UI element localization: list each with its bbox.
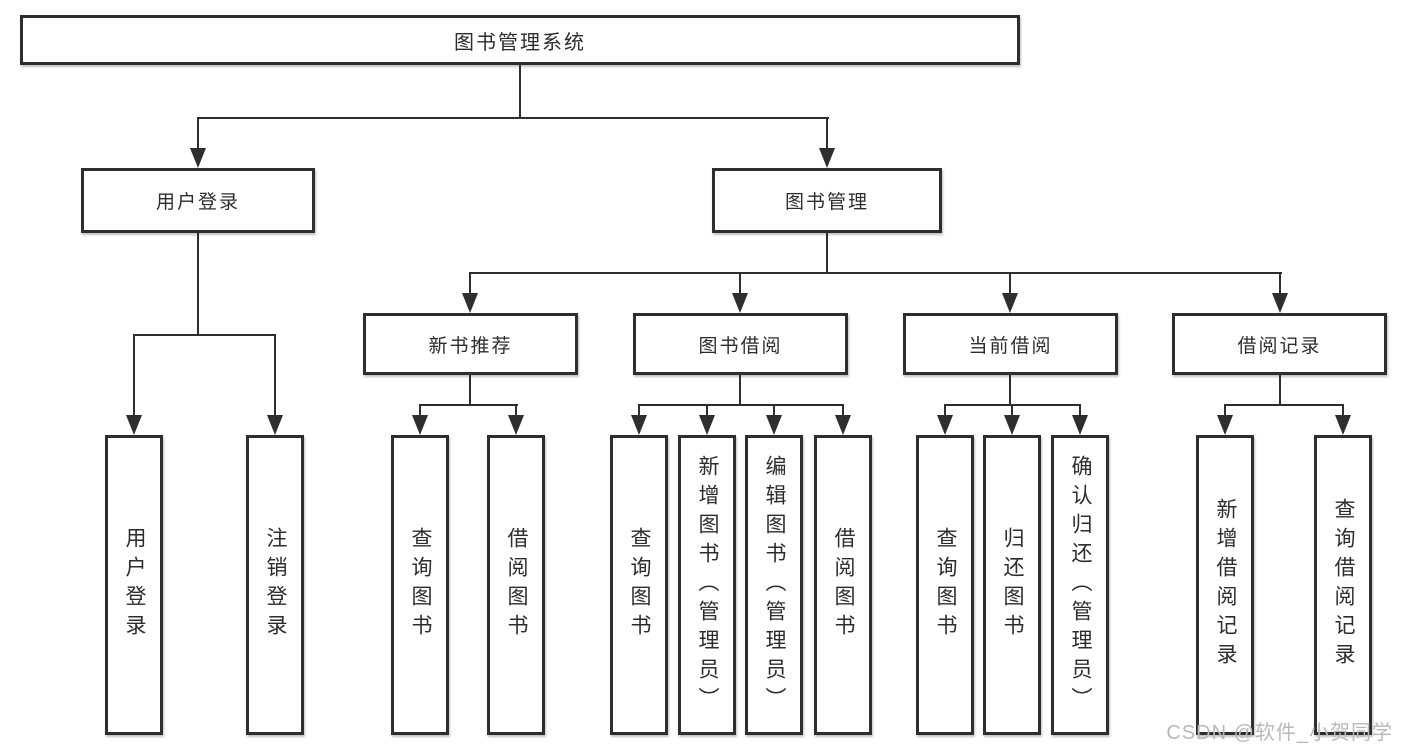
connector-line	[133, 334, 135, 417]
node-label: 借阅图书	[832, 527, 855, 643]
leaf-add-borrow-record: 新增借阅记录	[1196, 435, 1254, 735]
connector-line	[274, 334, 276, 417]
connector-line	[739, 375, 741, 406]
connector-line	[469, 272, 1282, 274]
leaf-user-login: 用户登录	[105, 435, 163, 735]
connector-line	[197, 117, 199, 150]
arrow-down-icon	[819, 148, 835, 168]
node-label: 确认归还（管理员）	[1069, 454, 1092, 716]
node-label: 新书推荐	[428, 335, 513, 357]
node-label: 查询借阅记录	[1332, 498, 1355, 672]
leaf-logout-login: 注销登录	[246, 435, 304, 735]
connector-line	[638, 404, 844, 406]
connector-line	[197, 117, 829, 119]
node-library-management-system: 图书管理系统	[20, 15, 1020, 65]
connector-line	[469, 272, 471, 295]
arrow-down-icon	[508, 415, 524, 435]
node-label: 归还图书	[1001, 527, 1024, 643]
arrow-down-icon	[732, 293, 748, 313]
node-label: 查询图书	[934, 527, 957, 643]
leaf-query-borrow-record: 查询借阅记录	[1314, 435, 1372, 735]
arrow-down-icon	[631, 415, 647, 435]
node-user-login: 用户登录	[81, 168, 315, 233]
arrow-down-icon	[1217, 415, 1233, 435]
node-label: 新增图书（管理员）	[696, 454, 719, 716]
arrow-down-icon	[766, 415, 782, 435]
connector-line	[739, 272, 741, 295]
connector-line	[842, 404, 844, 417]
leaf-return-book: 归还图书	[983, 435, 1041, 735]
connector-line	[515, 404, 517, 417]
node-label: 编辑图书（管理员）	[763, 454, 786, 716]
leaf-borrow-books-recommend: 借阅图书	[487, 435, 545, 735]
node-borrowing-records: 借阅记录	[1172, 313, 1387, 375]
arrow-down-icon	[1072, 415, 1088, 435]
node-label: 借阅记录	[1237, 335, 1322, 357]
csdn-watermark: CSDN @软件_小贺同学	[1166, 722, 1393, 744]
connector-line	[1224, 404, 1226, 417]
leaf-add-book-admin: 新增图书（管理员）	[678, 435, 736, 735]
connector-line	[773, 404, 775, 417]
arrow-down-icon	[126, 415, 142, 435]
arrow-down-icon	[1272, 293, 1288, 313]
node-label: 图书管理系统	[454, 31, 586, 54]
connector-line	[1224, 404, 1344, 406]
arrow-down-icon	[412, 415, 428, 435]
node-label: 用户登录	[123, 527, 146, 643]
connector-line	[1009, 272, 1011, 295]
connector-line	[1342, 404, 1344, 417]
node-book-borrowing: 图书借阅	[633, 313, 848, 375]
connector-line	[469, 375, 471, 406]
connector-line	[519, 65, 521, 118]
leaf-query-books-recommend: 查询图书	[391, 435, 449, 735]
connector-line	[826, 233, 828, 274]
connector-line	[419, 404, 518, 406]
node-label: 用户登录	[155, 192, 240, 213]
arrow-down-icon	[835, 415, 851, 435]
node-current-borrowing: 当前借阅	[903, 313, 1118, 375]
connector-line	[1009, 375, 1011, 406]
node-book-management: 图书管理	[712, 168, 942, 233]
arrow-down-icon	[1002, 293, 1018, 313]
node-label: 查询图书	[628, 527, 651, 643]
connector-line	[1079, 404, 1081, 417]
node-label: 图书借阅	[698, 335, 783, 357]
connector-line	[944, 404, 946, 417]
connector-line	[1011, 404, 1013, 417]
node-label: 注销登录	[264, 527, 287, 643]
node-label: 查询图书	[409, 527, 432, 643]
node-label: 借阅图书	[505, 527, 528, 643]
arrow-down-icon	[937, 415, 953, 435]
leaf-query-books-current: 查询图书	[916, 435, 974, 735]
connector-line	[419, 404, 421, 417]
connector-line	[826, 117, 828, 150]
connector-line	[133, 334, 276, 336]
connector-line	[1279, 375, 1281, 406]
connector-line	[1279, 272, 1281, 295]
leaf-edit-book-admin: 编辑图书（管理员）	[745, 435, 803, 735]
node-label: 图书管理	[784, 192, 869, 213]
arrow-down-icon	[190, 148, 206, 168]
arrow-down-icon	[267, 415, 283, 435]
node-label: 新增借阅记录	[1214, 498, 1237, 672]
arrow-down-icon	[1004, 415, 1020, 435]
node-label: 当前借阅	[968, 335, 1053, 357]
connector-line	[706, 404, 708, 417]
leaf-query-books-borrowing: 查询图书	[610, 435, 668, 735]
connector-line	[638, 404, 640, 417]
leaf-confirm-return-admin: 确认归还（管理员）	[1051, 435, 1109, 735]
node-new-book-recommend: 新书推荐	[363, 313, 578, 375]
connector-line	[197, 233, 199, 336]
arrow-down-icon	[462, 293, 478, 313]
arrow-down-icon	[1335, 415, 1351, 435]
leaf-borrow-books-borrowing: 借阅图书	[814, 435, 872, 735]
arrow-down-icon	[699, 415, 715, 435]
